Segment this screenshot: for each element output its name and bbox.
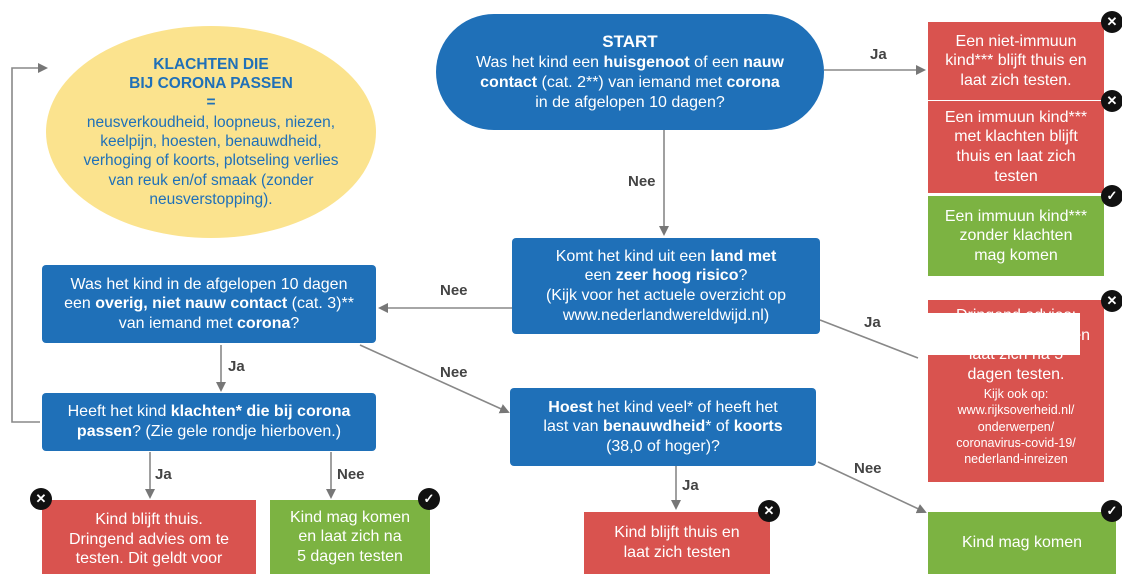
start-line-3: in de afgelopen 10 dagen? <box>535 93 725 111</box>
outcome-small-line: www.rijksoverheid.nl/ <box>957 403 1075 418</box>
symptoms-title-2: BIJ CORONA PASSEN <box>129 74 293 92</box>
country-line-4: www.nederlandwereldwijd.nl) <box>562 306 770 324</box>
outcome-small-line: Kijk ook op: <box>983 387 1049 402</box>
outcome-line: laat zich testen. <box>960 71 1072 89</box>
outcome-stay-home-test: Kind blijft thuis en laat zich testen <box>584 512 770 574</box>
close-icon: ✕ <box>1101 11 1122 33</box>
cough-line-3: (38,0 of hoger)? <box>606 437 720 455</box>
symptoms-question-node: Heeft het kind klachten* die bij corona … <box>42 393 376 451</box>
label-nee: Nee <box>440 364 468 381</box>
outcome-line: dagen testen. <box>967 365 1065 383</box>
outcome-line: kind*** blijft thuis en <box>945 52 1087 70</box>
label-ja: Ja <box>864 314 881 331</box>
outcome-stay-home: Kind blijft thuis. Dringend advies om te… <box>42 500 256 574</box>
label-nee: Nee <box>337 466 365 483</box>
check-icon: ✓ <box>418 488 440 510</box>
outcome-immune-no-symptoms: Een immuun kind*** zonder klachten mag k… <box>928 196 1104 276</box>
outcome-line: Kind mag komen <box>289 508 411 526</box>
label-nee: Nee <box>854 460 882 477</box>
arrow-overig-nee <box>359 344 510 414</box>
other-line-2: een overig, niet nauw contact (cat. 3)** <box>64 295 354 313</box>
start-node: START Was het kind een huisgenoot of een… <box>436 14 824 130</box>
cough-line-1: Hoest het kind veel* of heeft het <box>548 398 778 416</box>
symptoms-line-2: keelpijn, hoesten, benauwdheid, <box>100 133 322 150</box>
outcome-small-line: nederland-inreizen <box>964 452 1068 467</box>
country-line-2: een zeer hoog risico? <box>584 267 748 285</box>
country-line-1: Komt het kind uit een land met <box>555 247 777 265</box>
outcome-small-text: Kijk ook op: www.rijksoverheid.nl/ onder… <box>956 386 1076 467</box>
other-contact-node: Was het kind in de afgelopen 10 dagen ee… <box>42 265 376 343</box>
close-icon: ✕ <box>1101 90 1122 112</box>
arrow-loop-back <box>11 63 48 423</box>
outcome-line: met klachten blijft <box>954 128 1078 146</box>
other-line-1: Was het kind in de afgelopen 10 dagen <box>70 275 348 293</box>
outcome-line: Kind mag komen <box>961 534 1083 552</box>
close-icon: ✕ <box>1101 290 1122 312</box>
outcome-line: zonder klachten <box>959 227 1073 245</box>
label-ja: Ja <box>228 358 245 375</box>
outcome-small-line: onderwerpen/ <box>977 419 1055 434</box>
redaction-overlay <box>915 313 1080 355</box>
start-title: START <box>602 32 658 52</box>
symptoms-line-4: van reuk en/of smaak (zonder <box>108 171 314 189</box>
symptoms-line-1: neusverkoudheid, loopneus, niezen, <box>86 113 336 131</box>
label-nee: Nee <box>628 173 656 190</box>
check-icon: ✓ <box>1101 185 1122 207</box>
symptoms-q-line-2: passen? (Zie gele rondje hierboven.) <box>76 423 342 440</box>
outcome-line: Een immuun kind*** <box>944 207 1088 225</box>
label-ja: Ja <box>155 466 172 483</box>
outcome-line: thuis en laat zich <box>956 148 1076 165</box>
close-icon: ✕ <box>30 488 52 510</box>
symptoms-line-5: neusverstopping). <box>149 191 273 209</box>
outcome-line: Een niet-immuun <box>955 32 1077 50</box>
symptoms-title-1: KLACHTEN DIE <box>153 55 269 73</box>
outcome-come-test: Kind mag komen en laat zich na 5 dagen t… <box>270 500 430 574</box>
outcome-line: laat zich testen <box>623 544 731 561</box>
symptoms-line-3: verhoging of koorts, plotseling verlies <box>83 152 339 170</box>
check-icon: ✓ <box>1101 500 1122 522</box>
outcome-line: en laat zich na <box>298 528 402 546</box>
outcome-non-immune: Een niet-immuun kind*** blijft thuis en … <box>928 22 1104 100</box>
country-line-3: (Kijk voor het actuele overzicht op <box>545 287 787 304</box>
outcome-line: testen. Dit geldt voor <box>75 550 223 568</box>
start-line-1: Was het kind een huisgenoot of een nauw <box>476 53 784 71</box>
outcome-line: mag komen <box>974 246 1058 264</box>
outcome-line: 5 dagen testen <box>297 547 403 565</box>
symptoms-q-line-1: Heeft het kind klachten* die bij corona <box>67 403 351 421</box>
start-line-2: contact (cat. 2**) van iemand met corona <box>480 73 780 91</box>
other-line-3: van iemand met corona? <box>118 314 300 332</box>
label-ja: Ja <box>870 46 887 63</box>
outcome-immune-symptoms: Een immuun kind*** met klachten blijft t… <box>928 101 1104 193</box>
outcome-line: Dringend advies om te <box>68 530 230 548</box>
close-icon: ✕ <box>758 500 780 522</box>
outcome-line: Kind blijft thuis. <box>95 511 203 528</box>
symptoms-oval: KLACHTEN DIE BIJ CORONA PASSEN = neusver… <box>46 26 376 238</box>
country-risk-node: Komt het kind uit een land met een zeer … <box>512 238 820 334</box>
outcome-small-line: coronavirus-covid-19/ <box>956 435 1076 450</box>
outcome-line: Kind blijft thuis en <box>614 524 740 542</box>
cough-line-2: last van benauwdheid* of koorts <box>543 418 783 436</box>
label-nee: Nee <box>440 282 468 299</box>
cough-node: Hoest het kind veel* of heeft het last v… <box>510 388 816 466</box>
arrow-hoest-nee <box>817 461 927 514</box>
arrow-land-ja <box>819 319 919 359</box>
outcome-line: testen <box>994 167 1038 185</box>
outcome-line: Een immuun kind*** <box>944 108 1088 126</box>
symptoms-equals: = <box>206 94 216 112</box>
outcome-may-come: Kind mag komen <box>928 512 1116 574</box>
label-ja: Ja <box>682 477 699 494</box>
